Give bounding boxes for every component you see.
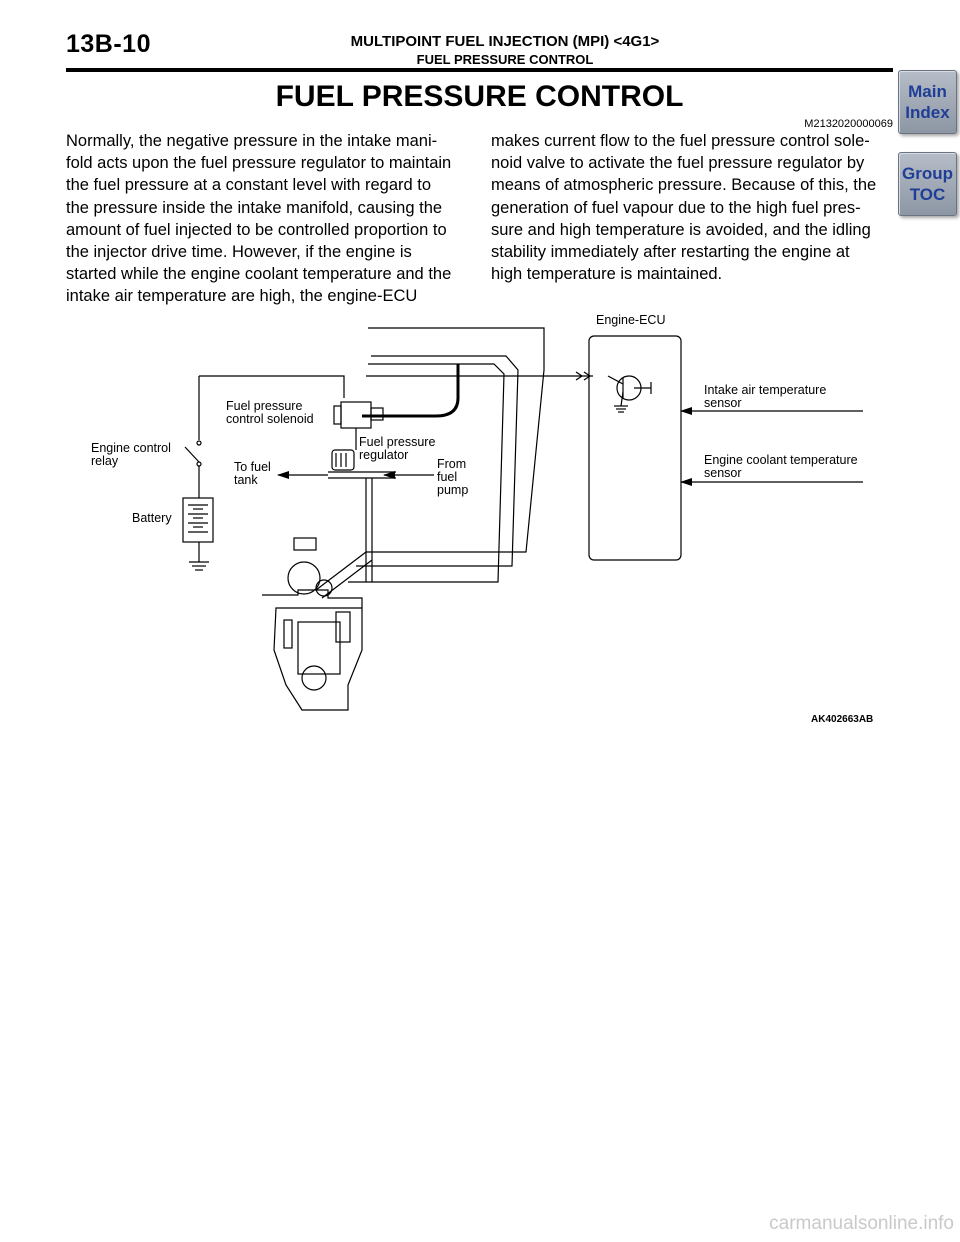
relay-supply-line bbox=[199, 375, 345, 398]
engine-icon bbox=[262, 537, 373, 711]
body-text-left: Normally, the negative pressure in the i… bbox=[66, 130, 466, 308]
section-title: FUEL PRESSURE CONTROL bbox=[275, 80, 684, 113]
from-pump-label-3: pump bbox=[437, 483, 468, 497]
regulator-label-2: regulator bbox=[359, 448, 408, 462]
group-toc-label-1: Group bbox=[902, 164, 953, 183]
fuel-pressure-control-diagram: Engine-ECU Fuel pressure control solenoi… bbox=[91, 313, 873, 725]
battery-label: Battery bbox=[132, 511, 172, 525]
body-line: amount of fuel injected to be controlled… bbox=[66, 220, 447, 239]
header-rule bbox=[66, 68, 893, 72]
main-index-button[interactable]: Main Index bbox=[898, 70, 957, 134]
relay-switch-icon bbox=[184, 446, 200, 463]
transistor-icon bbox=[607, 375, 652, 413]
to-tank-label-2: tank bbox=[234, 473, 258, 487]
vacuum-hose bbox=[362, 364, 460, 418]
figure-code: AK402663AB bbox=[811, 714, 873, 725]
relay-label-2: relay bbox=[91, 454, 119, 468]
fuel-pressure-regulator bbox=[331, 449, 355, 471]
from-pump-label-2: fuel bbox=[437, 470, 457, 484]
coolant-sensor-label-1: Engine coolant temperature bbox=[704, 453, 858, 467]
body-line: generation of fuel vapour due to the hig… bbox=[491, 198, 861, 217]
relay-label-1: Engine control bbox=[91, 441, 171, 455]
solenoid-label-2: control solenoid bbox=[226, 412, 314, 426]
intake-air-sensor-label-2: sensor bbox=[704, 396, 742, 410]
regulator-label-1: Fuel pressure bbox=[359, 435, 435, 449]
body-line: stability immediately after restarting t… bbox=[491, 243, 850, 262]
group-toc-button[interactable]: Group TOC bbox=[898, 152, 957, 216]
body-line: fold acts upon the fuel pressure regulat… bbox=[66, 154, 452, 173]
engine-ecu-box bbox=[588, 335, 682, 561]
body-text-right: makes current flow to the fuel pressure … bbox=[491, 130, 891, 285]
main-index-label-1: Main bbox=[908, 82, 947, 101]
body-line: noid valve to activate the fuel pressure… bbox=[491, 154, 865, 173]
body-line: intake air temperature are high, the eng… bbox=[66, 287, 418, 306]
body-line: the pressure inside the intake manifold,… bbox=[66, 198, 443, 217]
body-line: started while the engine coolant tempera… bbox=[66, 265, 452, 284]
header-title: MULTIPOINT FUEL INJECTION (MPI) <4G1> bbox=[350, 33, 660, 50]
page-number: 13B-10 bbox=[66, 30, 151, 58]
body-line: sure and high temperature is avoided, an… bbox=[491, 220, 871, 239]
body-line: the fuel pressure at a constant level wi… bbox=[66, 176, 432, 195]
body-line: makes current flow to the fuel pressure … bbox=[491, 132, 870, 150]
body-line: means of atmospheric pressure. Because o… bbox=[491, 176, 877, 195]
header-subtitle: FUEL PRESSURE CONTROL bbox=[416, 52, 594, 67]
main-index-label-2: Index bbox=[905, 103, 950, 122]
solenoid-label-1: Fuel pressure bbox=[226, 399, 302, 413]
from-pump-label-1: From bbox=[437, 457, 466, 471]
engine-ecu-label: Engine-ECU bbox=[596, 313, 665, 327]
section-code: M2132020000069 bbox=[804, 118, 893, 130]
body-line: the injector drive time. However, if the… bbox=[66, 243, 412, 262]
vacuum-pipe-outer bbox=[366, 327, 545, 553]
watermark: carmanualsonline.info bbox=[769, 1213, 954, 1234]
battery-icon bbox=[182, 497, 214, 543]
group-toc-label-2: TOC bbox=[909, 185, 946, 204]
coolant-sensor-label-2: sensor bbox=[704, 466, 742, 480]
body-line: Normally, the negative pressure in the i… bbox=[66, 132, 438, 150]
intake-air-sensor-label-1: Intake air temperature bbox=[704, 383, 826, 397]
to-tank-label-1: To fuel bbox=[234, 460, 271, 474]
body-line: high temperature is maintained. bbox=[491, 265, 723, 284]
